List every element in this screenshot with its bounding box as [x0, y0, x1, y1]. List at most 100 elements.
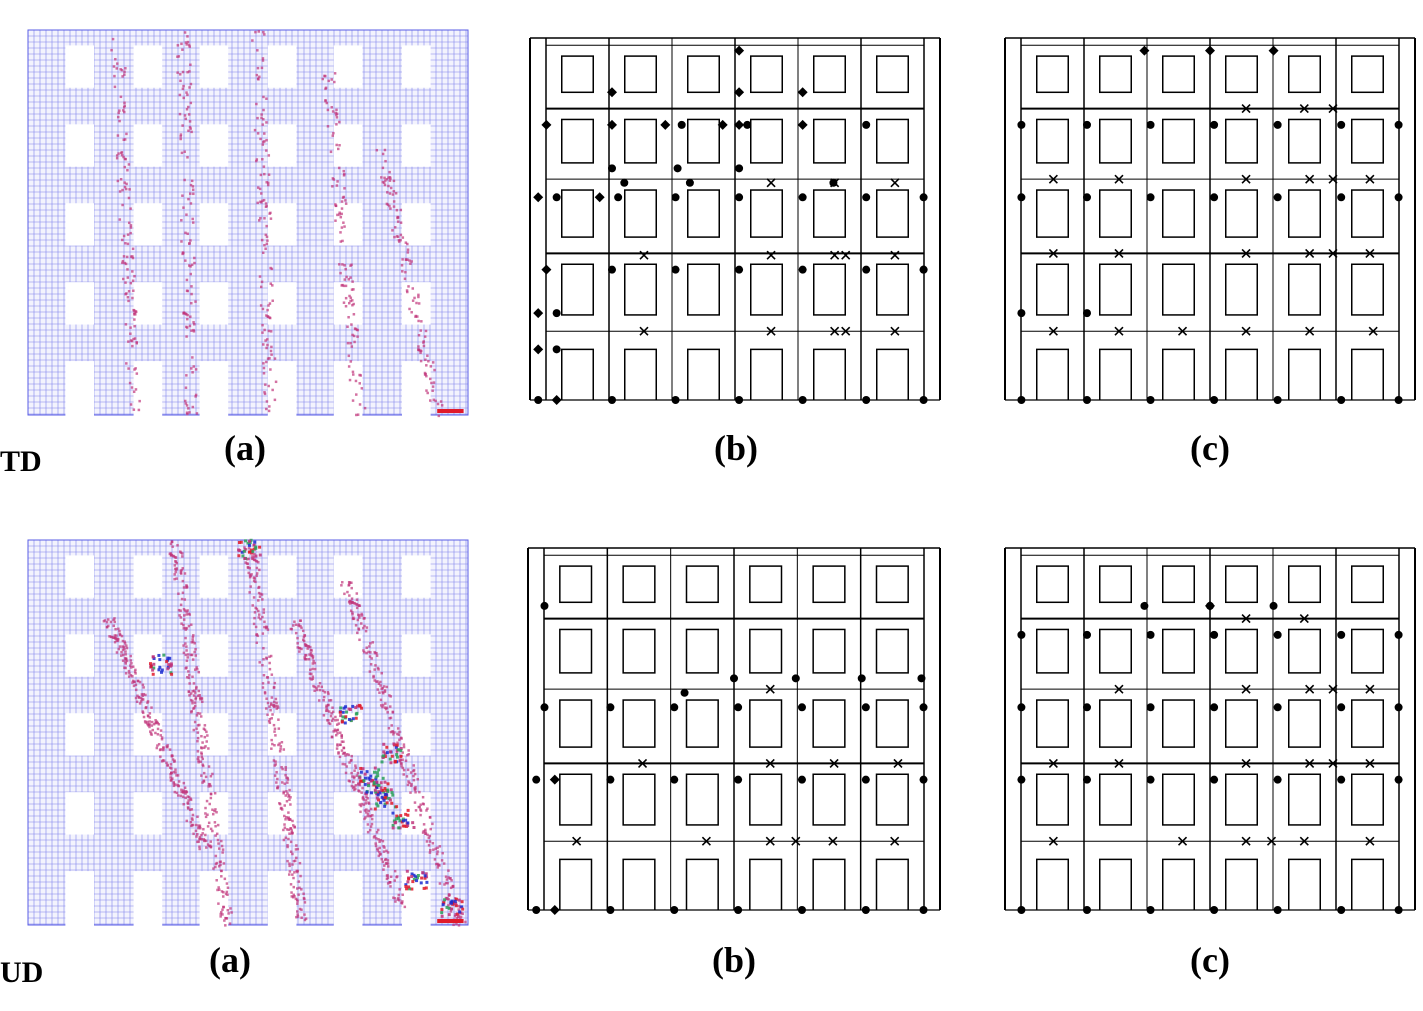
- ud-crack-mark: [273, 774, 277, 777]
- ud-damage-mark: [344, 705, 348, 709]
- ud-crack-mark: [221, 895, 225, 898]
- ud-crack-mark: [146, 720, 149, 724]
- td-c-hinge-diamond: [1139, 45, 1150, 56]
- ud-crack-mark: [290, 895, 294, 898]
- ud-crack-mark: [333, 728, 337, 731]
- ud-crack-mark: [209, 784, 212, 788]
- td-crack-mark: [429, 399, 432, 402]
- ud-crack-mark: [407, 780, 410, 783]
- ud-crack-mark: [270, 738, 273, 742]
- td-crack-mark: [134, 313, 137, 316]
- ud-damage-mark: [404, 812, 408, 816]
- ud-damage-mark: [416, 876, 420, 880]
- ud-c-hinge-dot: [1017, 775, 1026, 784]
- ud-crack-mark: [364, 799, 368, 802]
- td-c-hinge-dot: [1394, 120, 1403, 129]
- td-b-window: [876, 263, 909, 316]
- td-c-door: [1288, 348, 1321, 400]
- ud-crack-mark: [156, 744, 159, 747]
- ud-crack-mark: [197, 755, 200, 759]
- td-crack-mark: [261, 323, 264, 327]
- td-b-hinge-dot: [671, 265, 680, 274]
- td-crack-mark: [194, 393, 198, 397]
- ud-crack-mark: [150, 724, 154, 727]
- td-crack-mark: [263, 33, 266, 36]
- ud-damage-mark: [376, 793, 380, 797]
- td-crack-mark: [259, 216, 262, 220]
- ud-crack-mark: [295, 844, 298, 847]
- td-crack-mark: [135, 341, 138, 344]
- ud-damage-mark: [373, 788, 377, 792]
- ud-crack-mark: [173, 577, 176, 581]
- td-crack-mark: [348, 294, 351, 298]
- ud-b-hinge-dot: [670, 775, 679, 784]
- ud-crack-mark: [196, 694, 200, 698]
- ud-crack-mark: [289, 818, 292, 821]
- td-crack-mark: [258, 275, 262, 278]
- ud-crack-mark: [317, 685, 320, 688]
- ud-crack-mark: [286, 792, 289, 795]
- ud-c-window: [1162, 628, 1195, 674]
- ud-damage-mark: [376, 774, 380, 778]
- td-crack-mark: [358, 373, 361, 377]
- td-crack-mark: [351, 303, 354, 307]
- td-crack-mark: [192, 365, 196, 368]
- ud-crack-mark: [360, 614, 364, 617]
- ud-crack-mark: [425, 840, 429, 843]
- ud-crack-mark: [296, 898, 299, 901]
- ud-crack-mark: [358, 638, 361, 642]
- ud-crack-mark: [121, 653, 125, 657]
- ud-crack-mark: [382, 845, 385, 848]
- td-c-hinge-diamond: [1205, 45, 1215, 56]
- ud-crack-mark: [303, 656, 306, 659]
- ud-crack-mark: [273, 700, 276, 704]
- td-crack-mark: [432, 381, 436, 384]
- td-b-hinge-dot: [919, 265, 928, 274]
- ud-b-frame-structure: [527, 547, 941, 911]
- ud-damage-mark: [380, 760, 384, 764]
- ud-crack-mark: [343, 592, 346, 596]
- ud-crack-mark: [179, 603, 183, 607]
- ud-crack-mark: [125, 646, 129, 650]
- td-c-hinge-dot: [1337, 396, 1346, 404]
- td-crack-mark: [185, 325, 188, 329]
- ud-crack-mark: [452, 885, 455, 888]
- ud-damage-mark: [382, 790, 386, 794]
- td-mesh-panel: [27, 29, 469, 418]
- td-c-hinge-cross: [1328, 248, 1338, 258]
- ud-crack-mark: [191, 640, 195, 644]
- ud-crack-mark: [379, 698, 383, 702]
- ud-b-window: [875, 628, 909, 674]
- td-c-hinge-dot: [1017, 120, 1026, 129]
- td-crack-mark: [326, 108, 330, 112]
- td-crack-mark: [389, 186, 393, 190]
- ud-crack-mark: [412, 778, 416, 782]
- ud-crack-mark: [218, 888, 221, 891]
- td-c-window: [1099, 55, 1132, 94]
- td-c-hinge-cross: [1241, 248, 1251, 258]
- ud-crack-mark: [268, 661, 271, 665]
- ud-crack-mark: [184, 626, 187, 630]
- ud-damage-mark: [380, 795, 384, 799]
- ud-crack-mark: [215, 810, 218, 814]
- ud-c-window: [1351, 628, 1384, 674]
- ud-crack-mark: [113, 634, 117, 637]
- ud-crack-mark: [199, 698, 202, 701]
- td-crack-mark: [267, 154, 271, 157]
- ud-damage-mark: [244, 539, 248, 543]
- ud-crack-mark: [277, 727, 281, 730]
- ud-crack-mark: [293, 620, 296, 623]
- ud-crack-mark: [156, 727, 160, 731]
- ud-crack-mark: [348, 594, 351, 597]
- ud-crack-mark: [186, 795, 190, 798]
- td-c-window: [1162, 55, 1195, 94]
- td-crack-mark: [264, 247, 267, 250]
- ud-b-hinge-dot: [734, 775, 743, 784]
- ud-crack-mark: [382, 868, 385, 871]
- td-b-hinge-diamond: [660, 119, 671, 130]
- td-crack-mark: [262, 165, 266, 168]
- ud-damage-mark: [377, 798, 381, 802]
- ud-crack-mark: [124, 653, 127, 656]
- ud-crack-mark: [169, 776, 172, 779]
- td-crack-mark: [188, 264, 191, 267]
